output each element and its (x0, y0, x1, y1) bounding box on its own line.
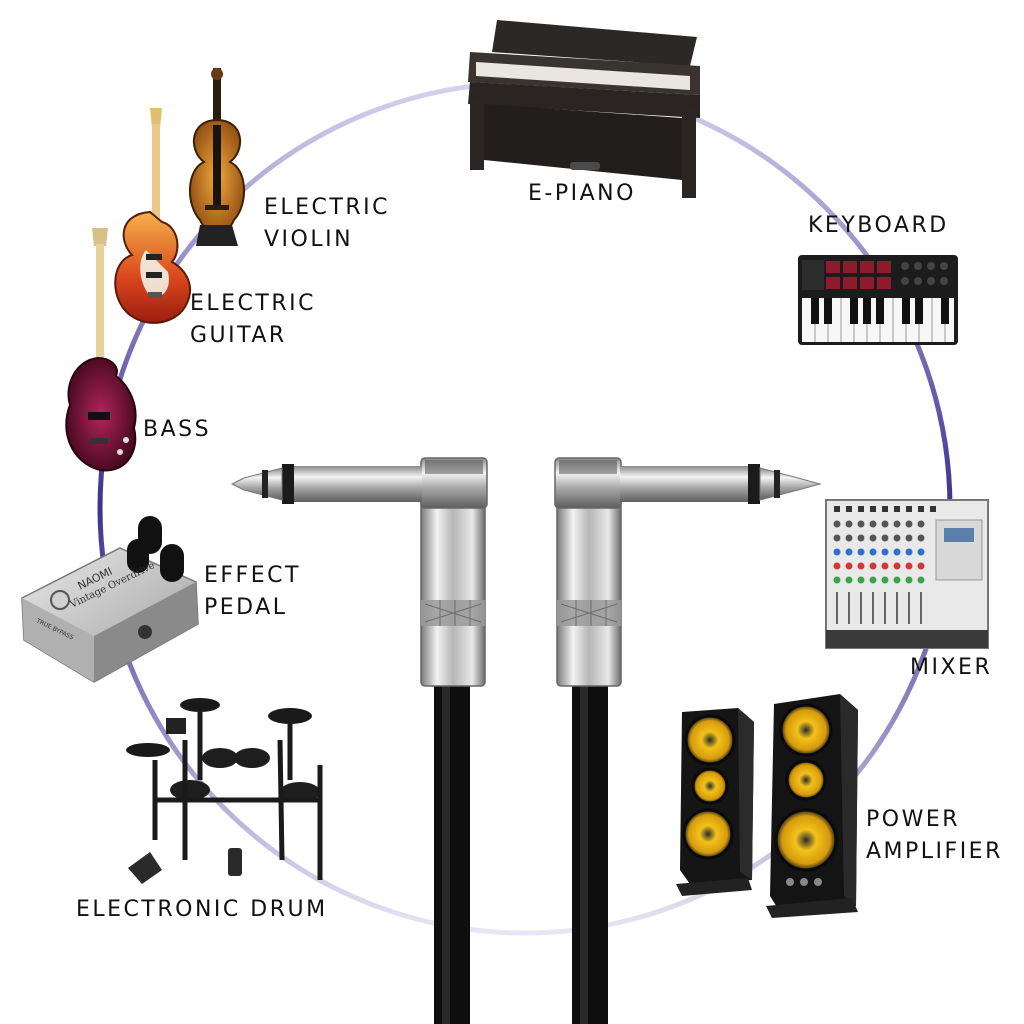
electronic-drum-image (126, 698, 323, 884)
label-bass: BASS (143, 417, 212, 442)
electric-guitar-image (114, 108, 191, 324)
label-effect-pedal-line2: PEDAL (204, 595, 288, 620)
label-e-piano: E-PIANO (528, 181, 636, 206)
left-cable-connector (230, 457, 488, 1024)
label-electronic-drum: ELECTRONIC DRUM (76, 897, 328, 922)
e-piano-image (468, 20, 700, 198)
keyboard-image (798, 255, 958, 345)
electric-violin-image (188, 68, 246, 246)
label-electric-violin-line1: ELECTRIC (264, 195, 390, 220)
label-electric-violin-line2: VIOLIN (264, 227, 354, 252)
label-effect-pedal-line1: EFFECT (204, 563, 301, 588)
label-keyboard: KEYBOARD (808, 213, 949, 238)
right-cable-connector (554, 457, 822, 1024)
label-electric-guitar-line1: ELECTRIC (190, 291, 316, 316)
label-power-amplifier-line2: AMPLIFIER (866, 839, 1003, 864)
label-mixer: MIXER (910, 655, 993, 680)
label-electric-guitar-line2: GUITAR (190, 323, 287, 348)
power-amplifier-image (676, 694, 858, 918)
mixer-image (825, 499, 989, 649)
label-power-amplifier-line1: POWER (866, 807, 961, 832)
bass-image (65, 228, 137, 472)
effect-pedal-image: NAOMI Vintage Overdrive TRUE BYPASS (21, 516, 199, 683)
